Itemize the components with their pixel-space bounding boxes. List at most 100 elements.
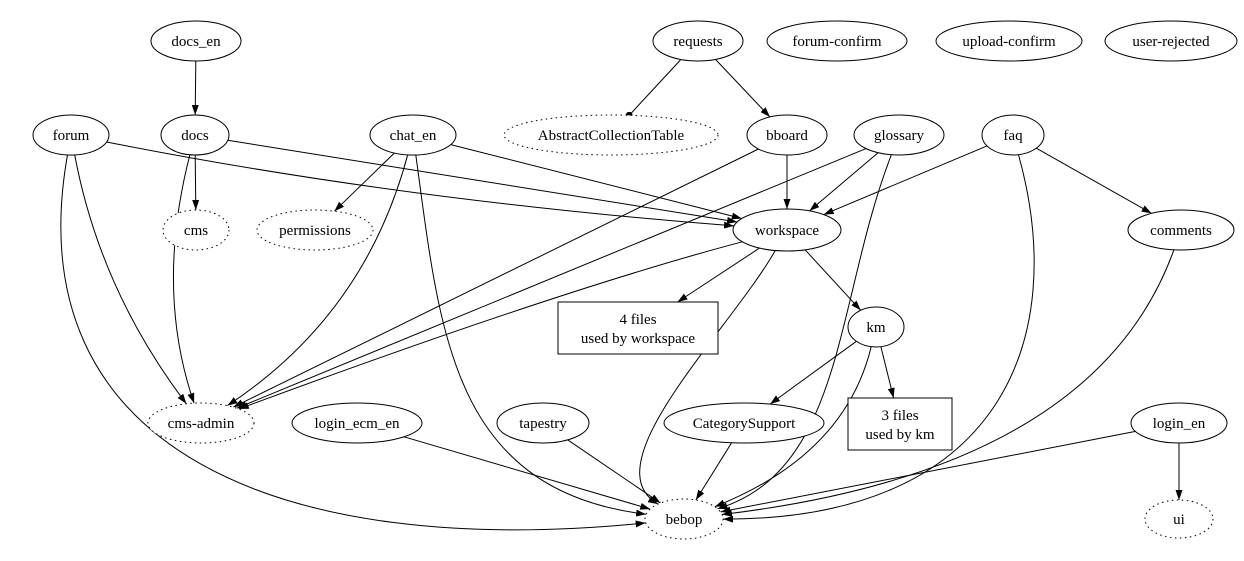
node-km-label: km [866, 320, 886, 336]
node-cms-admin-label: cms-admin [168, 416, 235, 432]
node-docs_en-label: docs_en [171, 34, 221, 50]
edge-forum-to-workspace [106, 141, 735, 229]
node-forum-label: forum [53, 128, 90, 144]
node-bboard-label: bboard [766, 128, 808, 144]
node-tapestry-shape [496, 402, 590, 444]
edge-login_ecm_en-to-bebop [403, 436, 651, 510]
edge-login_en-to-bebop [720, 430, 1136, 514]
node-docs_en-shape [150, 20, 242, 62]
edge-km-to-files_km [880, 346, 895, 399]
node-permissions: permissions [256, 209, 374, 251]
node-login_en-shape [1130, 402, 1228, 444]
node-docs-label: docs [181, 128, 209, 144]
node-faq-label: faq [1003, 128, 1023, 144]
node-bboard-shape [746, 114, 828, 156]
edge-docs_en-to-docs [191, 60, 199, 116]
node-forum: forum [32, 114, 110, 156]
node-km: km [847, 306, 905, 348]
node-files_km-label: 3 files [881, 408, 918, 424]
node-CategorySupport-label: CategorySupport [693, 416, 796, 432]
node-forum-confirm: forum-confirm [766, 20, 908, 62]
node-bboard: bboard [746, 114, 828, 156]
edge-faq-to-bebop [722, 154, 1035, 523]
node-comments: comments [1127, 209, 1235, 251]
node-chat_en-label: chat_en [390, 128, 437, 144]
node-requests: requests [652, 20, 744, 62]
edge-km-to-bebop [714, 346, 872, 508]
node-login_ecm_en-label: login_ecm_en [315, 416, 400, 432]
edge-docs-to-cms [192, 154, 200, 211]
node-login_ecm_en-shape [291, 402, 423, 444]
edge-chat_en-to-workspace [450, 144, 742, 220]
edge-chat_en-to-bebop [415, 154, 647, 517]
edge-comments-to-bebop [721, 249, 1175, 517]
node-workspace: workspace [732, 208, 842, 252]
edge-tapestry-to-bebop [567, 439, 661, 504]
edge-docs-to-cms-admin [173, 154, 195, 404]
node-files_km-label2: used by km [865, 427, 934, 443]
node-files_workspace-label: 4 files [619, 312, 656, 328]
edge-requests-to-bboard [715, 59, 771, 118]
edge-CategorySupport-to-bebop [695, 442, 733, 501]
node-permissions-label: permissions [279, 223, 351, 239]
edges-layer [60, 59, 1183, 531]
node-glossary: glossary [853, 114, 945, 156]
node-login_en: login_en [1130, 402, 1228, 444]
node-docs_en: docs_en [150, 20, 242, 62]
node-upload-confirm-shape [935, 20, 1083, 62]
edge-chat_en-to-permissions [334, 152, 395, 212]
node-cms: cms [162, 209, 230, 251]
node-docs-shape [160, 114, 230, 156]
node-files_workspace-label2: used by workspace [581, 331, 695, 347]
node-ui-label: ui [1173, 512, 1185, 528]
node-AbstractCollectionTable-label: AbstractCollectionTable [538, 128, 685, 144]
node-login_ecm_en: login_ecm_en [291, 402, 423, 444]
edge-glossary-to-bebop [717, 154, 892, 510]
node-ui: ui [1144, 499, 1214, 539]
edge-docs-to-workspace [227, 139, 738, 224]
edge-glossary-to-workspace [809, 152, 879, 212]
edge-workspace-to-km [804, 249, 862, 311]
node-files_km-shape [847, 397, 953, 451]
edge-requests-to-AbstractCollectionTable [625, 59, 682, 119]
edge-km-to-CategorySupport [769, 340, 857, 405]
edge-workspace-to-bebop [639, 250, 776, 505]
node-forum-shape [32, 114, 110, 156]
node-faq: faq [981, 114, 1045, 156]
node-user-rejected-label: user-rejected [1132, 34, 1210, 50]
node-upload-confirm: upload-confirm [935, 20, 1083, 62]
node-CategorySupport: CategorySupport [663, 402, 825, 444]
node-forum-confirm-label: forum-confirm [792, 34, 881, 50]
node-login_en-label: login_en [1153, 416, 1206, 432]
node-cms-admin: cms-admin [147, 402, 255, 444]
node-requests-shape [652, 20, 744, 62]
node-tapestry-label: tapestry [519, 416, 567, 432]
node-AbstractCollectionTable-shape [503, 114, 719, 156]
edge-chat_en-to-cms-admin [227, 154, 409, 407]
node-ui-shape [1144, 499, 1214, 539]
node-files_km: 3 files used by km [847, 397, 953, 451]
node-permissions-shape [256, 209, 374, 251]
node-cms-label: cms [184, 223, 208, 239]
node-files_workspace: 4 files used by workspace [557, 301, 719, 355]
node-bebop-shape [644, 498, 724, 540]
node-AbstractCollectionTable: AbstractCollectionTable [503, 114, 719, 156]
node-docs: docs [160, 114, 230, 156]
node-chat_en: chat_en [369, 114, 457, 156]
edge-forum-to-cms-admin [74, 154, 187, 405]
node-bebop-label: bebop [666, 512, 703, 528]
node-km-shape [847, 306, 905, 348]
node-files_workspace-shape [557, 301, 719, 355]
node-chat_en-shape [369, 114, 457, 156]
node-glossary-label: glossary [874, 128, 924, 144]
node-user-rejected-shape [1104, 20, 1238, 62]
nodes-layer: docs_en requests forum-confirm upload-confi… [32, 20, 1238, 540]
edge-forum-to-bebop [60, 154, 646, 531]
node-CategorySupport-shape [663, 402, 825, 444]
node-comments-label: comments [1150, 223, 1212, 239]
edge-workspace-to-cms-admin [238, 241, 743, 410]
node-cms-shape [162, 209, 230, 251]
node-user-rejected: user-rejected [1104, 20, 1238, 62]
